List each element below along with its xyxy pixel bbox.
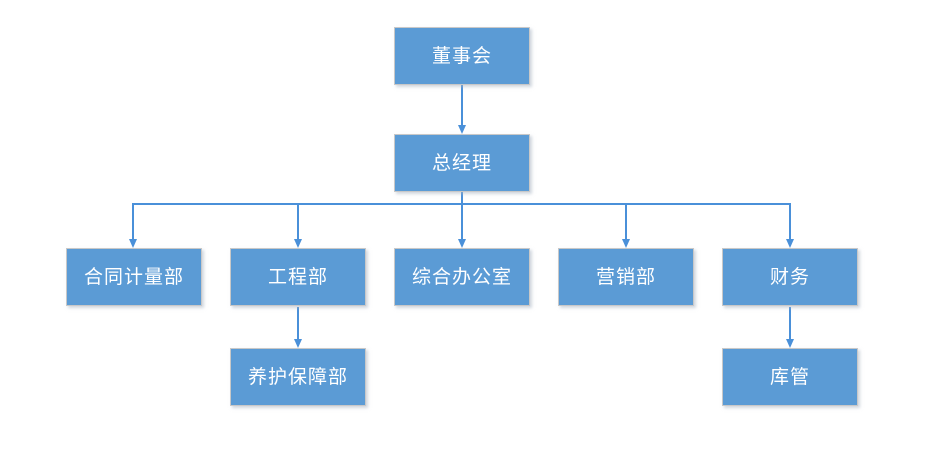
node-contract-measurement-dept[interactable]: 合同计量部 (66, 248, 202, 306)
node-board[interactable]: 董事会 (394, 27, 530, 85)
node-engineering-dept-label: 工程部 (267, 265, 328, 288)
node-general-manager[interactable]: 总经理 (394, 134, 530, 192)
node-maintenance-support-dept-label: 养护保障部 (247, 365, 348, 388)
node-board-label: 董事会 (431, 44, 492, 67)
node-warehouse-management[interactable]: 库管 (722, 348, 858, 406)
node-marketing-dept-label: 营销部 (595, 265, 656, 288)
node-general-office-label: 综合办公室 (411, 265, 512, 288)
node-general-office[interactable]: 综合办公室 (394, 248, 530, 306)
node-finance[interactable]: 财务 (722, 248, 858, 306)
node-engineering-dept[interactable]: 工程部 (230, 248, 366, 306)
node-finance-label: 财务 (769, 265, 810, 288)
node-contract-measurement-dept-label: 合同计量部 (83, 265, 184, 288)
node-general-manager-label: 总经理 (431, 151, 492, 174)
node-marketing-dept[interactable]: 营销部 (558, 248, 694, 306)
node-maintenance-support-dept[interactable]: 养护保障部 (230, 348, 366, 406)
node-warehouse-management-label: 库管 (769, 365, 810, 388)
